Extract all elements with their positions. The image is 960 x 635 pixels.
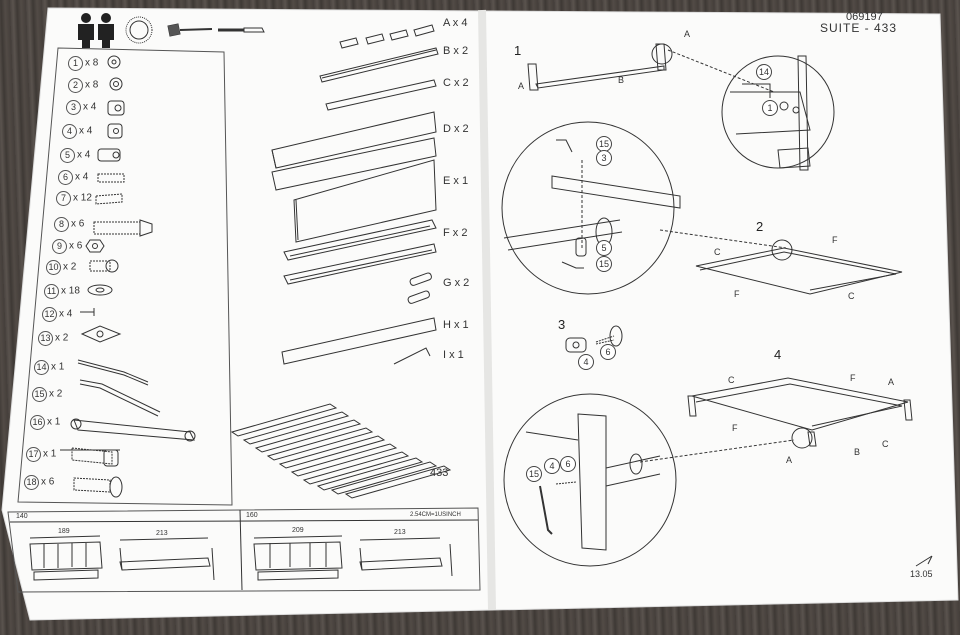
slat-roll-drawing <box>230 403 452 499</box>
s1-callout-1: 1 <box>762 100 778 116</box>
panel1-size: 140 <box>16 513 28 520</box>
step2-frame-drawing <box>695 239 903 295</box>
s1-label-b: B <box>618 75 625 85</box>
d2-callout-15-bottom: 15 <box>596 256 612 272</box>
step4-detail-circle <box>503 393 677 567</box>
component-a-label: A x 4 <box>443 17 468 29</box>
s4-label-f-top: F <box>850 373 856 383</box>
step2-detail-circle <box>501 121 787 295</box>
s4-label-a-right: A <box>888 377 895 387</box>
step-2-number: 2 <box>756 219 764 234</box>
panel1-length: 213 <box>156 530 168 537</box>
page-reference: 13.05 <box>910 569 933 579</box>
panel2-length: 213 <box>394 529 406 536</box>
step-4-number: 4 <box>774 347 782 362</box>
component-h-label: H x 1 <box>443 319 469 331</box>
component-g-label: G x 2 <box>443 277 470 289</box>
s4-label-c-top: C <box>728 375 735 385</box>
component-f-label: F x 2 <box>443 227 468 239</box>
dimension-panels <box>7 507 481 593</box>
component-i-label: I x 1 <box>443 349 464 361</box>
step-3-number: 3 <box>558 317 566 332</box>
s1-label-a-right: A <box>684 29 691 39</box>
component-a-drawing <box>339 24 435 49</box>
panel1-width: 189 <box>58 528 70 535</box>
slat-label: 433 <box>430 467 449 479</box>
d2-callout-3: 3 <box>596 150 612 166</box>
s4-label-a-bottom: A <box>786 455 793 465</box>
s1-label-a-left: A <box>518 81 525 91</box>
step1-drawing <box>527 43 775 93</box>
step4-frame-drawing <box>639 377 913 463</box>
two-person-icon <box>78 13 114 48</box>
component-b-label: B x 2 <box>443 45 469 57</box>
panel2-size: 160 <box>246 512 258 519</box>
s2-label-f-right: F <box>832 235 838 245</box>
s4-label-b: B <box>854 447 861 457</box>
step-1-number: 1 <box>514 43 522 58</box>
s2-label-c-right: C <box>848 291 855 301</box>
component-d-label: D x 2 <box>443 123 469 135</box>
component-c-label: C x 2 <box>443 77 469 89</box>
model-title: SUITE - 433 <box>820 21 898 35</box>
s1-callout-14: 14 <box>756 64 772 80</box>
s2-label-c-left: C <box>714 247 721 257</box>
step3-drawing <box>565 325 623 353</box>
hardware-drawings <box>60 55 196 498</box>
panel2-width: 209 <box>292 527 304 534</box>
component-e-label: E x 1 <box>443 175 469 187</box>
s2-label-f-left: F <box>734 289 740 299</box>
panel2-note: 2.54CM=1USINCH <box>410 512 461 518</box>
product-code: 069197 <box>846 11 883 23</box>
d4-callout-4: 4 <box>544 458 560 474</box>
step1-detail-circle <box>721 55 835 171</box>
s4-label-c-bottom: C <box>882 439 889 449</box>
s3-callout-4: 4 <box>578 354 594 370</box>
s3-callout-6: 6 <box>600 344 616 360</box>
d4-callout-6: 6 <box>560 456 576 472</box>
d2-callout-5: 5 <box>596 240 612 256</box>
d4-callout-15: 15 <box>526 466 542 482</box>
s4-label-f-left: F <box>732 423 738 433</box>
